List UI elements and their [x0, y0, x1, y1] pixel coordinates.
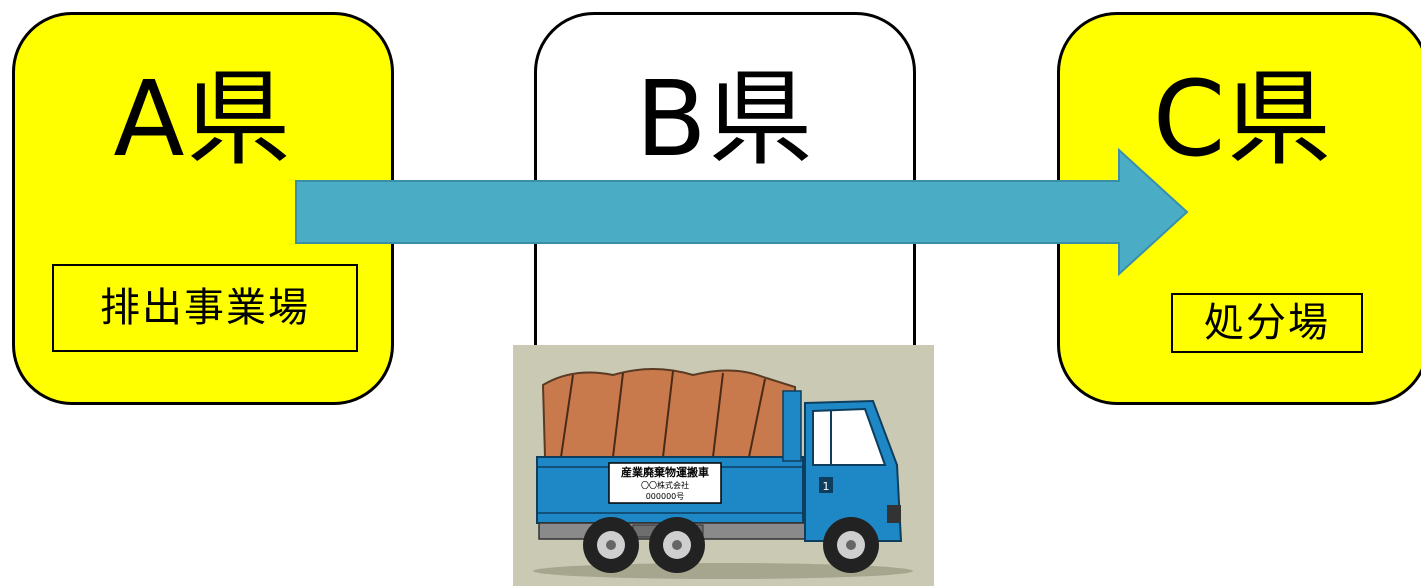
- disposal-site-label: 処分場: [1171, 293, 1363, 353]
- waste-truck-illustration: 産業廃棄物運搬車 〇〇株式会社 000000号 1: [513, 345, 934, 586]
- cab-number: 1: [823, 480, 830, 493]
- cover-ropes: [560, 370, 766, 458]
- prefecture-b-label: B県: [635, 58, 815, 180]
- cargo-cover: [541, 368, 799, 458]
- prefecture-a-label: A県: [113, 58, 293, 180]
- truck-sign-line1: 産業廃棄物運搬車: [621, 465, 709, 479]
- truck-sign-line3: 000000号: [646, 492, 685, 501]
- wheel-rear: [583, 517, 639, 573]
- source-facility-label: 排出事業場: [52, 264, 358, 352]
- wheel-middle: [649, 517, 705, 573]
- truck-sign-line2: 〇〇株式会社: [641, 480, 689, 490]
- wheel-front: [823, 517, 879, 573]
- prefecture-c-label: C県: [1152, 58, 1334, 180]
- truck-sign-plate: [608, 462, 722, 504]
